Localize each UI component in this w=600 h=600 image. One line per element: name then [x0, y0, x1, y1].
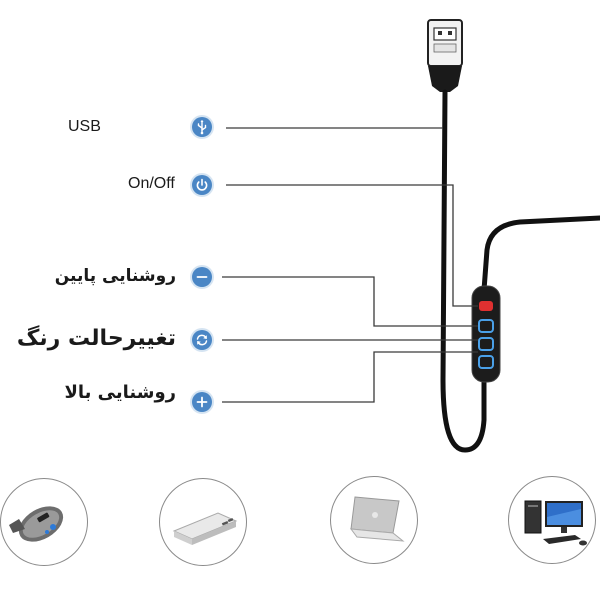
leader-brightness-up — [222, 351, 478, 403]
color-mode-button — [478, 337, 494, 351]
usb-connector — [427, 19, 463, 92]
power-button — [479, 301, 493, 311]
minus-icon — [192, 267, 212, 287]
power-icon — [192, 175, 212, 195]
usb-cable — [440, 89, 487, 453]
brightness-up-label: روشنایی بالا — [64, 382, 176, 403]
leader-on-off — [226, 184, 478, 307]
brightness-up-button — [478, 355, 494, 369]
plus-icon — [192, 392, 212, 412]
laptop-image — [330, 476, 418, 564]
car-charger-image — [0, 478, 88, 566]
leader-brightness-down — [222, 276, 478, 327]
color-mode-label: تغییرحالت رنگ — [16, 326, 176, 351]
on-off-label: On/Off — [128, 175, 175, 192]
lamp-cable — [481, 215, 600, 293]
desktop-computer-image — [508, 476, 596, 564]
brightness-down-label: روشنایی پایین — [54, 266, 176, 286]
usb-label: USB — [68, 118, 101, 135]
leader-lines — [222, 127, 478, 403]
power-bank-image — [159, 478, 247, 566]
brightness-down-button — [478, 319, 494, 333]
cycle-arrows-icon — [192, 330, 212, 350]
usb-icon — [192, 117, 212, 137]
